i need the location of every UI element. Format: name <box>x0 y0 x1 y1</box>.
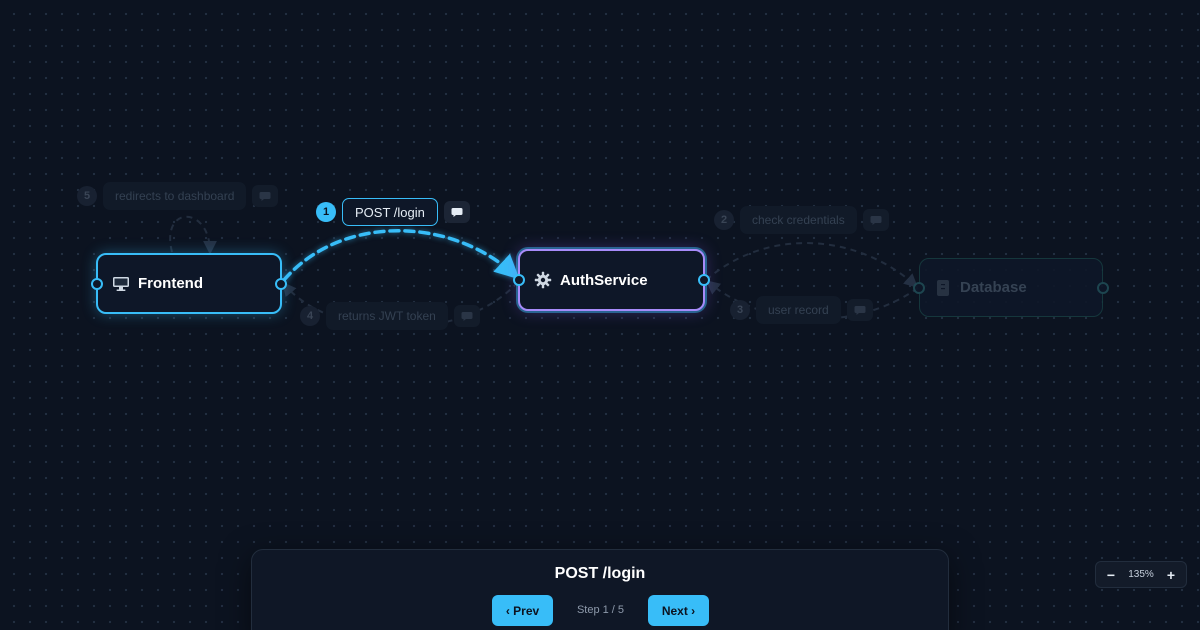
edge-label-2[interactable]: 2 check credentials <box>714 206 889 234</box>
step-number: 3 <box>730 300 750 320</box>
edge-label-5[interactable]: 5 redirects to dashboard <box>77 182 279 210</box>
prev-button[interactable]: ‹ Prev <box>492 595 553 626</box>
edge-1-line <box>282 229 520 282</box>
authservice-output-port[interactable] <box>698 274 710 286</box>
step-number: 2 <box>714 210 734 230</box>
zoom-out-button[interactable]: − <box>1106 566 1116 583</box>
step-panel: POST /login ‹ Prev Step 1 / 5 Next › <box>251 549 949 630</box>
database-output-port[interactable] <box>1097 281 1109 294</box>
database-icon <box>934 279 952 297</box>
authservice-input-port[interactable] <box>513 274 525 286</box>
edge-5-line <box>169 215 217 255</box>
next-button[interactable]: Next › <box>648 595 709 626</box>
comment-icon[interactable] <box>443 201 470 223</box>
gear-icon <box>534 271 552 289</box>
node-label: AuthService <box>560 271 648 289</box>
edge-2-line <box>705 242 919 288</box>
edge-3-line <box>705 280 919 320</box>
comment-icon[interactable] <box>252 185 279 207</box>
zoom-control: − 135% + <box>1095 561 1187 588</box>
edge-label-text: returns JWT token <box>326 302 448 330</box>
edge-label-text: redirects to dashboard <box>103 182 247 210</box>
monitor-icon <box>112 275 130 293</box>
step-counter: Step 1 / 5 <box>576 604 625 616</box>
node-database[interactable]: Database <box>913 258 1109 317</box>
edge-label-text: POST /login <box>342 198 438 226</box>
zoom-level: 135% <box>1128 569 1154 580</box>
edge-label-3[interactable]: 3 user record <box>730 296 873 324</box>
comment-icon[interactable] <box>846 299 873 321</box>
frontend-input-port[interactable] <box>91 277 103 290</box>
step-number: 1 <box>316 202 336 222</box>
edge-label-4[interactable]: 4 returns JWT token <box>300 302 480 330</box>
frontend-output-port[interactable] <box>275 277 287 290</box>
database-input-port[interactable] <box>913 281 925 294</box>
node-authservice[interactable]: AuthService <box>513 249 710 311</box>
node-label: Frontend <box>138 275 203 292</box>
edge-label-text: check credentials <box>740 206 857 234</box>
step-number: 5 <box>77 186 97 206</box>
zoom-in-button[interactable]: + <box>1166 566 1176 583</box>
comment-icon[interactable] <box>453 305 480 327</box>
edge-label-1[interactable]: 1 POST /login <box>316 198 470 226</box>
edge-label-text: user record <box>756 296 841 324</box>
step-number: 4 <box>300 306 320 326</box>
step-title: POST /login <box>554 565 646 582</box>
node-label: Database <box>960 279 1027 296</box>
comment-icon[interactable] <box>862 209 889 231</box>
node-frontend[interactable]: Frontend <box>91 253 287 314</box>
